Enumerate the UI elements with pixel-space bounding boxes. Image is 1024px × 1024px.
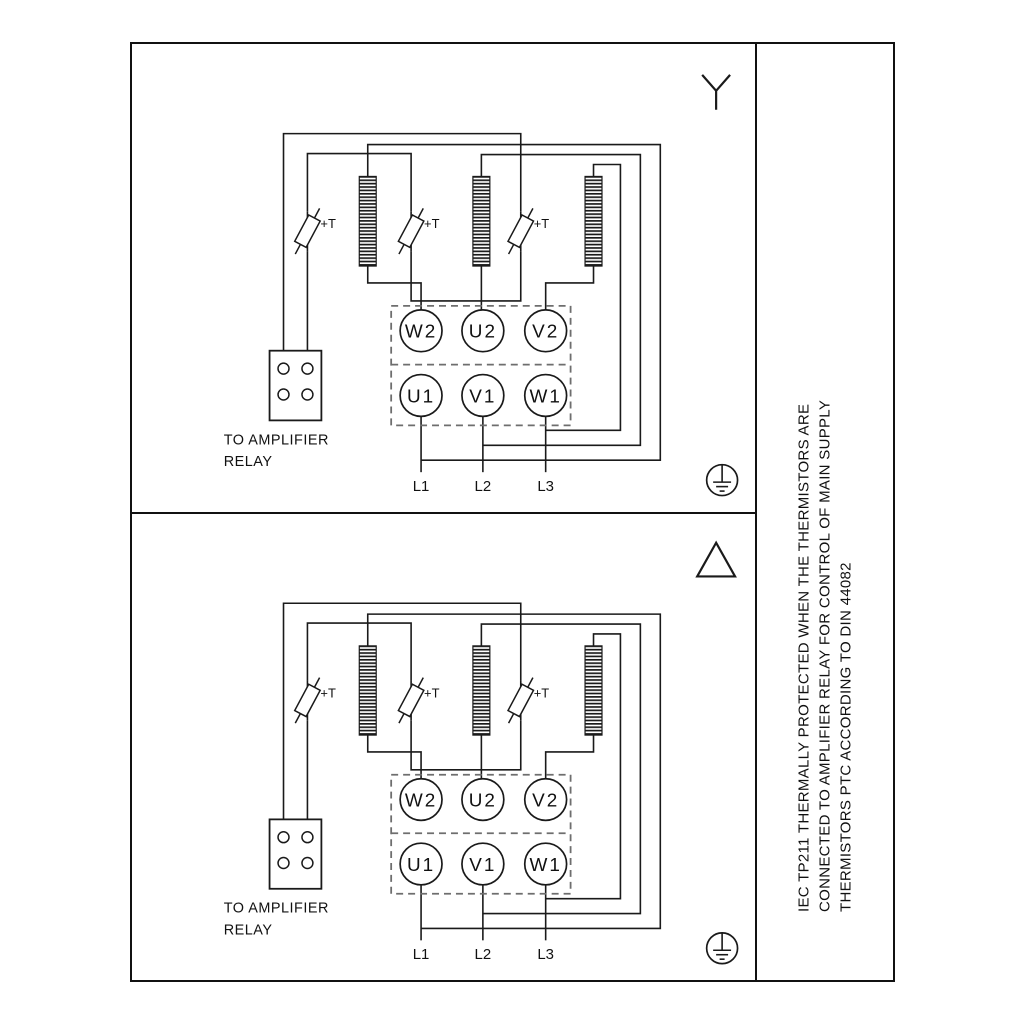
thermistor-label: +T bbox=[320, 685, 336, 700]
earth-ground-icon bbox=[705, 932, 739, 965]
thermistor-label: +T bbox=[424, 216, 440, 231]
star-connection-panel: +T +T +T W2 bbox=[132, 44, 757, 514]
delta-wiring-schematic: +T +T +T W2 bbox=[224, 540, 739, 965]
terminal-label: U1 bbox=[407, 855, 435, 876]
side-note-line-3: THERMISTORS PTC ACCORDING TO DIN 44082 bbox=[837, 562, 855, 912]
terminal-label: W2 bbox=[405, 322, 437, 343]
side-note-line-1: IEC TP211 THERMALLY PROTECTED WHEN THE T… bbox=[795, 403, 813, 912]
terminal-v1: V1 bbox=[461, 373, 505, 418]
ptc-thermistor bbox=[293, 677, 322, 724]
terminal-u2: U2 bbox=[461, 309, 505, 353]
terminal-label: U1 bbox=[407, 386, 435, 407]
relay-note-line1: TO AMPLIFIER bbox=[224, 432, 329, 448]
terminal-u1: U1 bbox=[399, 373, 443, 418]
thermistor-label: +T bbox=[534, 216, 550, 231]
supply-line-label-l1: L1 bbox=[413, 947, 430, 963]
terminal-u2: U2 bbox=[461, 777, 505, 822]
winding-coil bbox=[358, 175, 377, 267]
delta-connection-icon bbox=[695, 540, 737, 578]
winding-coil bbox=[472, 175, 491, 267]
terminal-w2: W2 bbox=[399, 777, 443, 822]
winding-wires bbox=[366, 143, 662, 473]
diagram-frame: +T +T +T W2 bbox=[130, 42, 895, 982]
winding-coil bbox=[584, 645, 603, 736]
ptc-thermistor bbox=[507, 207, 535, 255]
winding-coil bbox=[584, 175, 603, 267]
relay-note-line2: RELAY bbox=[224, 922, 273, 938]
terminal-label: W1 bbox=[529, 386, 561, 407]
terminal-label: W2 bbox=[405, 791, 437, 812]
terminal-u1: U1 bbox=[399, 842, 443, 886]
amplifier-relay-block bbox=[268, 349, 323, 422]
thermistor-label: +T bbox=[534, 685, 550, 700]
supply-line-label-l1: L1 bbox=[413, 478, 430, 495]
winding-wires bbox=[366, 613, 662, 941]
terminal-label: V1 bbox=[469, 855, 496, 876]
ptc-thermistor bbox=[397, 677, 425, 724]
terminal-label: W1 bbox=[529, 855, 561, 876]
relay-note-line2: RELAY bbox=[224, 454, 273, 470]
terminal-board-outline bbox=[390, 304, 572, 427]
terminal-v2: V2 bbox=[523, 777, 568, 822]
motor-winding-coils bbox=[358, 645, 603, 736]
ptc-thermistor bbox=[293, 207, 322, 255]
winding-coil bbox=[358, 645, 377, 736]
delta-connection-panel: +T +T +T W2 bbox=[132, 514, 757, 980]
terminal-v2: V2 bbox=[523, 309, 568, 353]
relay-note-line1: TO AMPLIFIER bbox=[224, 901, 329, 917]
supply-line-label-l3: L3 bbox=[537, 478, 554, 495]
earth-ground-icon bbox=[705, 463, 739, 497]
side-note-strip: IEC TP211 THERMALLY PROTECTED WHEN THE T… bbox=[757, 44, 893, 980]
terminal-v1: V1 bbox=[461, 842, 505, 886]
supply-line-label-l2: L2 bbox=[475, 947, 492, 963]
motor-winding-coils bbox=[358, 175, 603, 267]
ptc-thermistor bbox=[397, 207, 425, 255]
side-note-text: IEC TP211 THERMALLY PROTECTED WHEN THE T… bbox=[794, 42, 857, 912]
terminal-label: V1 bbox=[469, 386, 496, 407]
star-wiring-schematic: +T +T +T W2 bbox=[224, 74, 739, 497]
thermistor-label: +T bbox=[320, 216, 336, 231]
thermistor-label: +T bbox=[424, 685, 440, 700]
terminal-w1: W1 bbox=[523, 842, 568, 886]
terminal-label: V2 bbox=[532, 791, 559, 812]
ptc-thermistor bbox=[507, 677, 535, 724]
terminal-w1: W1 bbox=[523, 373, 568, 418]
terminal-w2: W2 bbox=[399, 309, 443, 353]
star-connection-icon bbox=[701, 74, 731, 110]
terminal-label: U2 bbox=[469, 322, 497, 343]
side-note-line-2: CONNECTED TO AMPLIFIER RELAY FOR CONTROL… bbox=[816, 399, 834, 912]
terminal-label: V2 bbox=[532, 322, 559, 343]
terminal-label: U2 bbox=[469, 791, 497, 812]
amplifier-relay-block bbox=[268, 818, 323, 890]
supply-line-label-l2: L2 bbox=[475, 478, 492, 495]
supply-line-label-l3: L3 bbox=[537, 947, 554, 963]
winding-coil bbox=[472, 645, 491, 736]
